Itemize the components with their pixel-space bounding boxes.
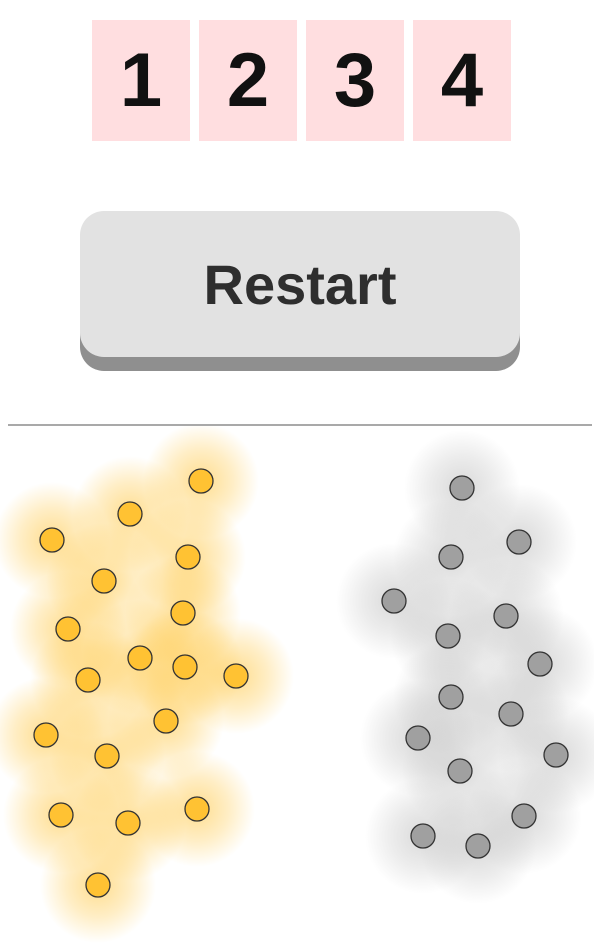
yellow-dot[interactable]	[184, 796, 210, 822]
yellow-dot[interactable]	[188, 468, 214, 494]
gray-dot[interactable]	[435, 623, 461, 649]
gray-dot[interactable]	[506, 529, 532, 555]
field-divider	[8, 424, 592, 426]
yellow-dot[interactable]	[175, 544, 201, 570]
gray-dot[interactable]	[493, 603, 519, 629]
yellow-dot[interactable]	[170, 600, 196, 626]
number-tile-1[interactable]: 1	[92, 20, 190, 141]
yellow-dot[interactable]	[127, 645, 153, 671]
dot-layer	[33, 468, 569, 898]
yellow-dot[interactable]	[153, 708, 179, 734]
yellow-dot[interactable]	[115, 810, 141, 836]
yellow-dot[interactable]	[117, 501, 143, 527]
dots-canvas[interactable]	[0, 426, 594, 943]
gray-dot[interactable]	[381, 588, 407, 614]
gray-dot[interactable]	[410, 823, 436, 849]
gray-dot[interactable]	[527, 651, 553, 677]
number-tile-3[interactable]: 3	[306, 20, 404, 141]
gray-dot[interactable]	[465, 833, 491, 859]
yellow-dot[interactable]	[39, 527, 65, 553]
gray-dot[interactable]	[438, 684, 464, 710]
yellow-dot[interactable]	[33, 722, 59, 748]
restart-button[interactable]: Restart	[80, 211, 520, 357]
yellow-dot[interactable]	[91, 568, 117, 594]
yellow-dot[interactable]	[223, 663, 249, 689]
gray-dot[interactable]	[543, 742, 569, 768]
gray-dot[interactable]	[498, 701, 524, 727]
yellow-dot[interactable]	[94, 743, 120, 769]
yellow-dot[interactable]	[85, 872, 111, 898]
gray-dot[interactable]	[438, 544, 464, 570]
yellow-dot[interactable]	[48, 802, 74, 828]
game-field[interactable]	[0, 426, 594, 943]
yellow-dot[interactable]	[172, 654, 198, 680]
gray-dot[interactable]	[511, 803, 537, 829]
yellow-dot[interactable]	[75, 667, 101, 693]
number-tile-4[interactable]: 4	[413, 20, 511, 141]
number-tile-2[interactable]: 2	[199, 20, 297, 141]
yellow-dot[interactable]	[55, 616, 81, 642]
number-tiles: 1 2 3 4	[92, 20, 511, 141]
gray-dot[interactable]	[449, 475, 475, 501]
gray-dot[interactable]	[405, 725, 431, 751]
gray-dot[interactable]	[447, 758, 473, 784]
